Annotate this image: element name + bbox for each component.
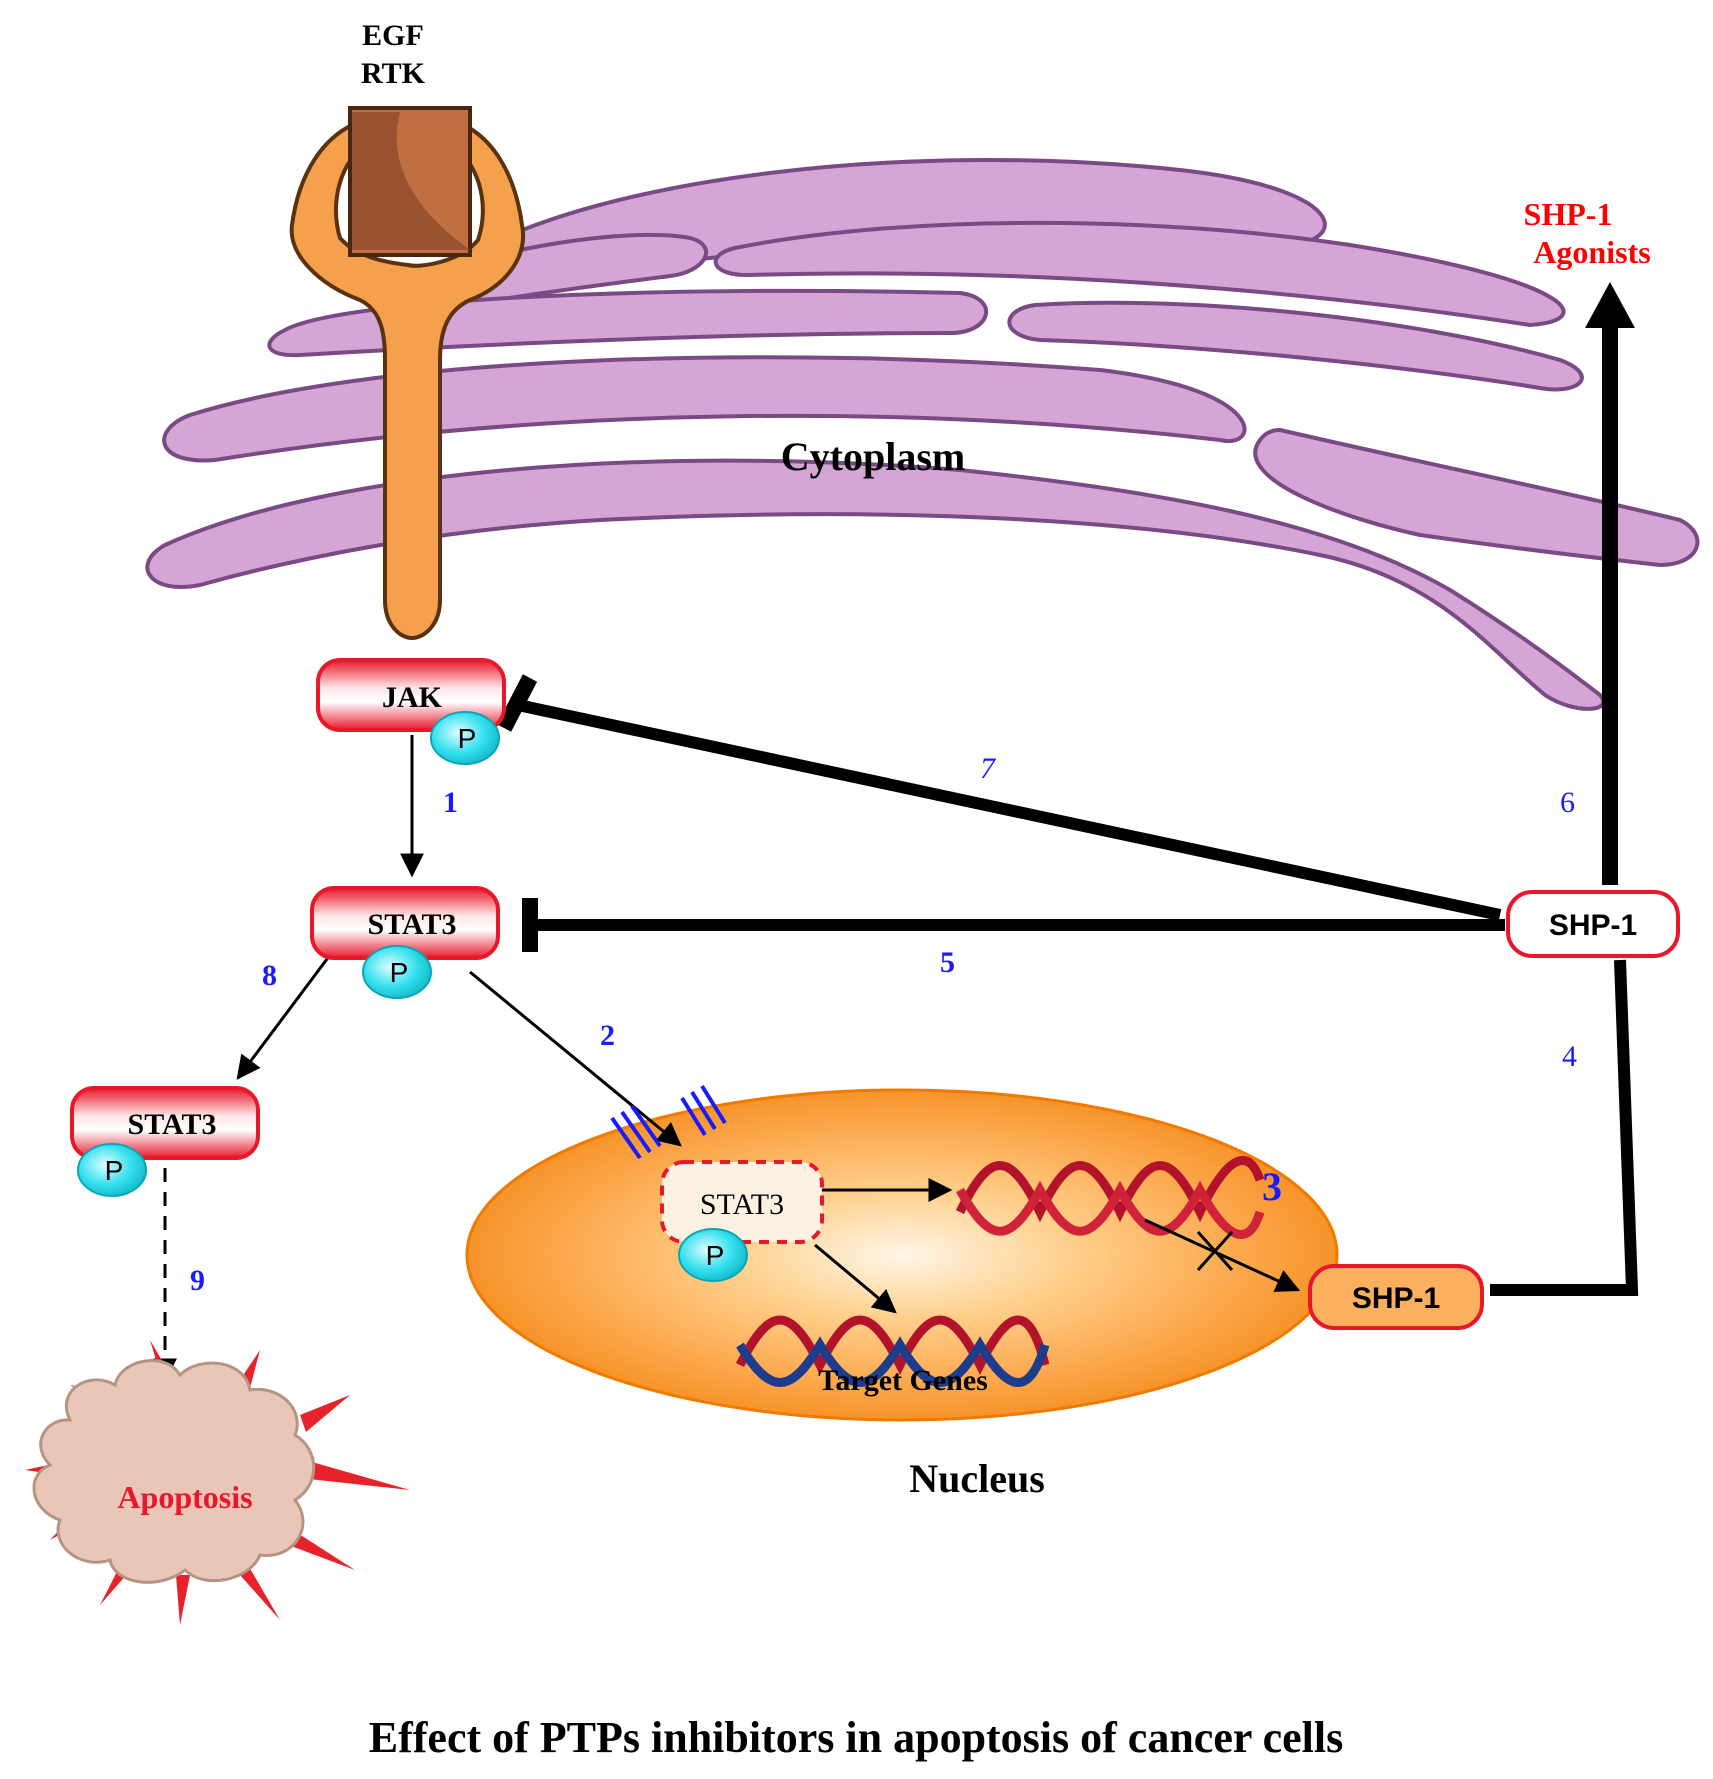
- step-9: 9: [190, 1264, 205, 1297]
- stat3-left-label: STAT3: [128, 1108, 217, 1141]
- phospho-stat3-nuclear-label: P: [706, 1240, 725, 1271]
- agonist-label-1: SHP-1: [1524, 196, 1613, 232]
- target-genes-label: Target Genes: [818, 1364, 988, 1397]
- endoplasmic-reticulum: [145, 158, 1700, 711]
- figure-caption: Effect of PTPs inhibitors in apoptosis o…: [369, 1713, 1343, 1762]
- shp1-nuclear-box: SHP-1: [1308, 1264, 1484, 1330]
- step-8: 8: [262, 959, 277, 992]
- dna-helix-shp1-gene: [955, 1156, 1265, 1239]
- phospho-stat3-nuclear: P: [678, 1228, 748, 1282]
- egf-rtk-receptor: [289, 106, 525, 641]
- receptor-label-2: RTK: [361, 57, 426, 90]
- stat3-nuclear-box: STAT3: [660, 1160, 824, 1244]
- stat3-nuclear-label: STAT3: [700, 1188, 784, 1221]
- receptor-label-1: EGF: [362, 19, 424, 52]
- phospho-stat3-top: P: [362, 945, 432, 999]
- step-2: 2: [600, 1019, 615, 1052]
- phospho-jak: P: [430, 711, 500, 765]
- step-1: 1: [443, 786, 458, 819]
- step-5: 5: [940, 946, 955, 979]
- nuclear-pore-marks: [610, 1084, 727, 1160]
- step-4: 4: [1562, 1040, 1577, 1073]
- nucleus-label: Nucleus: [909, 1456, 1045, 1501]
- shp1-cyto-label: SHP-1: [1549, 909, 1637, 942]
- cytoplasm-label: Cytoplasm: [781, 434, 965, 479]
- apoptosis-label: Apoptosis: [117, 1479, 252, 1515]
- step-3: 3: [1262, 1164, 1282, 1209]
- shp1-cyto-box: SHP-1: [1506, 890, 1680, 958]
- agonist-label-2: Agonists: [1533, 234, 1650, 270]
- phospho-jak-label: P: [458, 723, 477, 754]
- apoptosis-burst: [25, 1340, 410, 1625]
- step-6: 6: [1560, 786, 1575, 819]
- step-numbers: 1 2 3 4 5 6 7 8 9: [190, 752, 1577, 1297]
- stat3-left-box: STAT3: [70, 1086, 260, 1160]
- dna-helix-target-genes: [735, 1315, 1050, 1387]
- stat3-top-label: STAT3: [368, 908, 457, 941]
- thin-arrows: [153, 735, 1301, 1383]
- blocked-cross: [1196, 1230, 1234, 1272]
- shp1-nuclear-label: SHP-1: [1352, 1282, 1440, 1315]
- phospho-stat3-top-label: P: [390, 957, 409, 988]
- thick-connectors: [496, 320, 1639, 1296]
- step-7: 7: [980, 752, 997, 785]
- agonist-arrowhead: [1585, 282, 1635, 328]
- jak-label: JAK: [382, 681, 443, 714]
- phospho-stat3-left: P: [77, 1143, 147, 1197]
- phospho-stat3-left-label: P: [105, 1155, 124, 1186]
